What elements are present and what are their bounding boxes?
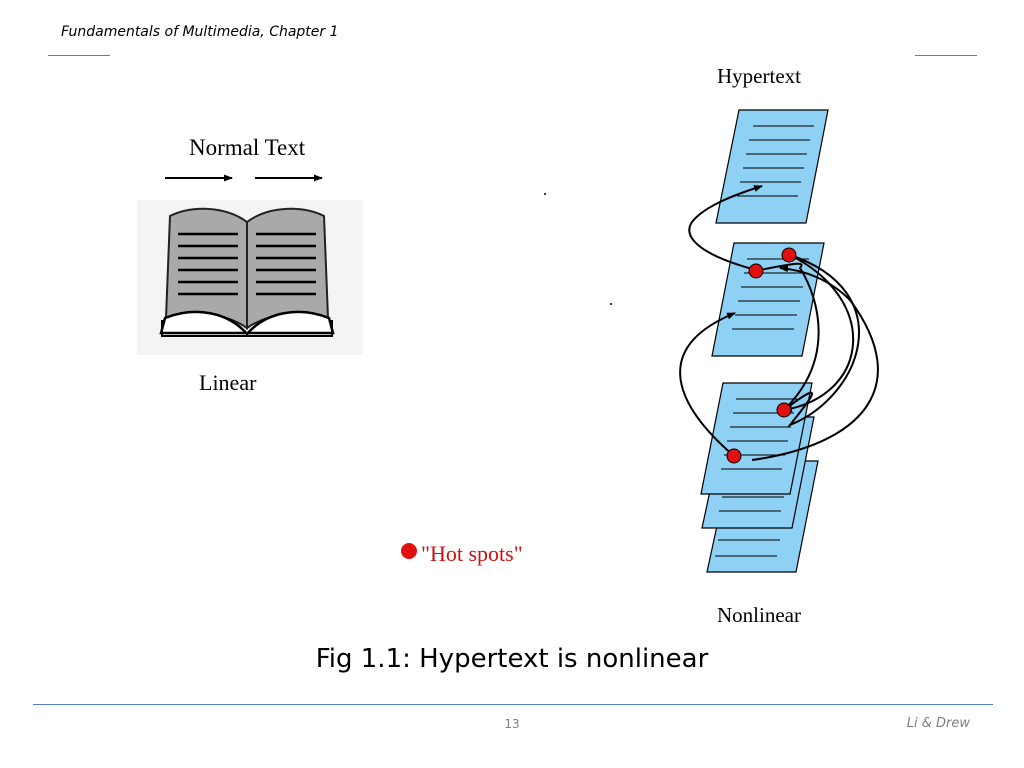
hypertext-heading: Hypertext [717,64,801,88]
page-icon [711,242,825,357]
hotspot-legend-label: "Hot spots" [421,541,523,566]
header-rule-right [915,55,977,56]
stray-dot [610,303,612,305]
slide-header-title: Fundamentals of Multimedia, Chapter 1 [61,24,339,40]
hyperlink-arrows [679,185,879,461]
stray-dot [544,193,546,195]
figure-caption: Fig 1.1: Hypertext is nonlinear [315,644,709,674]
hotspot-dot-icon [726,448,742,464]
page-number: 13 [504,717,520,731]
nonlinear-label: Nonlinear [717,603,801,627]
page-icon [715,109,829,224]
footer-rule [33,704,993,705]
hotspot-dot-icon [781,247,797,263]
footer-authors: Li & Drew [906,716,970,731]
header-rule-left [48,55,110,56]
hotspot-dot-icon [776,402,792,418]
hotspot-dot-icon [401,543,417,559]
open-book-icon [137,200,363,355]
hotspot-dot-icon [748,263,764,279]
linear-label: Linear [199,370,257,395]
normal-text-heading: Normal Text [189,135,306,160]
